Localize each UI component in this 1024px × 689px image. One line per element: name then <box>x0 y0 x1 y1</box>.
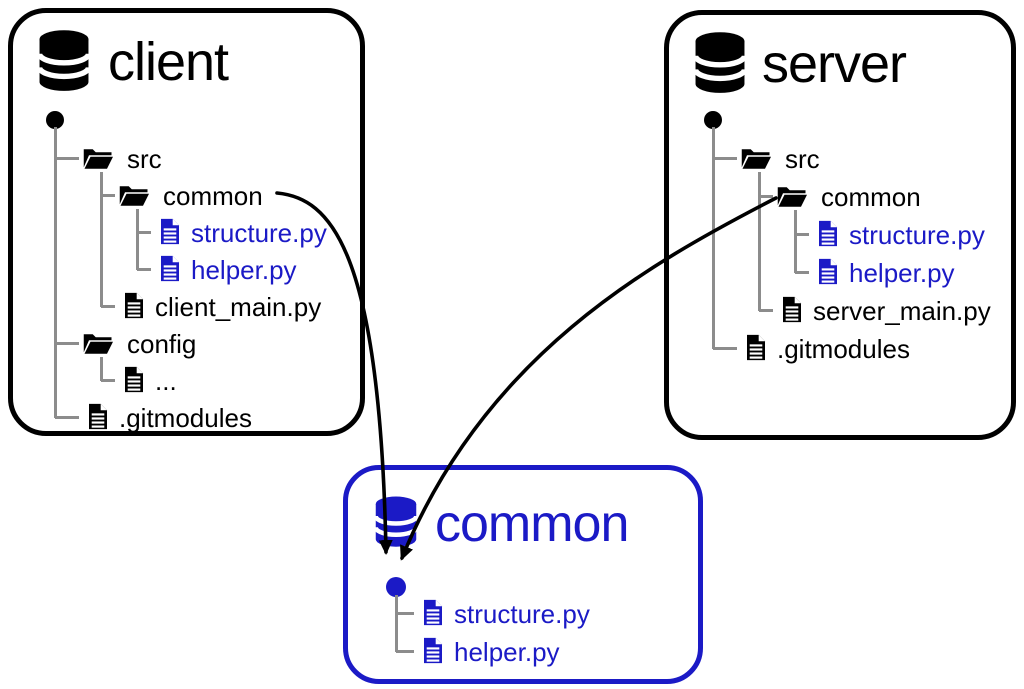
file-lines-icon <box>424 637 442 664</box>
tree-connector-v <box>136 209 139 270</box>
tree-connector-h <box>55 416 79 419</box>
tree-connector-h <box>759 309 773 312</box>
tree-item-structure-py: structure.py <box>454 599 590 629</box>
tree-connector-v <box>100 172 103 307</box>
file-lines-icon <box>161 255 179 282</box>
file-lines-icon <box>422 637 444 669</box>
folder-open-icon <box>83 145 113 175</box>
tree-connector-root-v <box>712 127 715 349</box>
tree-connector-h <box>101 305 115 308</box>
tree-connector-h <box>101 379 115 382</box>
tree-item-: ... <box>155 366 177 396</box>
tree-connector-root-v <box>54 127 57 418</box>
file-lines-icon <box>783 296 801 323</box>
tree-item-helper-py: helper.py <box>454 637 560 667</box>
tree-item-common: common <box>821 182 921 212</box>
tree-connector-h <box>759 195 773 198</box>
file-lines-icon <box>125 292 143 319</box>
tree-item-helper-py: helper.py <box>849 258 955 288</box>
tree-connector-h <box>713 347 737 350</box>
folder-open-icon <box>83 334 113 354</box>
tree-connector-v <box>794 210 797 273</box>
file-lines-icon <box>819 220 837 247</box>
repo-database-icon-server <box>691 31 749 100</box>
file-lines-icon <box>747 334 765 361</box>
folder-open-icon <box>741 149 771 169</box>
repo-box-client: client src common structure.py helper.py… <box>8 8 365 436</box>
file-lines-icon <box>819 258 837 285</box>
repo-box-server: server src common structure.py helper.py… <box>664 10 1016 440</box>
folder-open-icon <box>119 186 149 206</box>
tree-connector-h <box>713 157 737 160</box>
tree-connector-root-v <box>395 595 398 652</box>
tree-item-client-main-py: client_main.py <box>155 292 322 322</box>
repo-title-server: server <box>762 34 907 94</box>
tree-connector-h <box>55 342 79 345</box>
tree-item-src: src <box>127 144 162 174</box>
tree-item-gitmodules: .gitmodules <box>119 403 252 433</box>
file-lines-icon <box>745 334 767 366</box>
repo-title-common: common <box>435 495 629 553</box>
tree-item-server-main-py: server_main.py <box>813 296 991 326</box>
folder-open-icon <box>83 330 113 360</box>
folder-open-icon <box>777 183 807 213</box>
tree-connector-v <box>100 357 103 381</box>
tree-connector-h <box>396 650 414 653</box>
tree-root-dot-common <box>386 577 406 597</box>
repo-title-client: client <box>108 32 229 92</box>
folder-open-icon <box>777 187 807 207</box>
tree-connector-h <box>101 194 115 197</box>
tree-connector-v <box>758 172 761 311</box>
file-lines-icon <box>125 366 143 393</box>
repo-database-icon-client <box>35 29 93 98</box>
tree-connector-h <box>137 231 151 234</box>
file-lines-icon <box>161 218 179 245</box>
tree-item-gitmodules: .gitmodules <box>777 334 910 364</box>
folder-open-icon <box>741 145 771 175</box>
tree-connector-h <box>137 268 151 271</box>
database-icon <box>692 32 748 93</box>
file-lines-icon <box>781 296 803 328</box>
file-lines-icon <box>422 599 444 631</box>
tree-root-dot-server <box>704 111 722 129</box>
tree-root-dot-client <box>46 111 64 129</box>
tree-connector-h <box>55 157 79 160</box>
file-lines-icon <box>87 403 109 435</box>
repo-box-common: common structure.py helper.py <box>343 465 703 684</box>
tree-connector-h <box>795 233 809 236</box>
tree-connector-h <box>795 271 809 274</box>
tree-item-src: src <box>785 144 820 174</box>
database-icon <box>36 30 92 91</box>
file-lines-icon <box>817 220 839 252</box>
tree-item-structure-py: structure.py <box>849 220 985 250</box>
file-lines-icon <box>159 218 181 250</box>
tree-item-structure-py: structure.py <box>191 218 327 248</box>
tree-connector-h <box>396 612 414 615</box>
file-lines-icon <box>159 255 181 287</box>
database-icon <box>373 496 419 547</box>
repo-database-icon-common <box>372 494 420 555</box>
file-lines-icon <box>424 599 442 626</box>
file-lines-icon <box>123 366 145 398</box>
folder-open-icon <box>119 182 149 212</box>
tree-item-helper-py: helper.py <box>191 255 297 285</box>
tree-item-common: common <box>163 181 263 211</box>
folder-open-icon <box>83 149 113 169</box>
file-lines-icon <box>123 292 145 324</box>
file-lines-icon <box>817 258 839 290</box>
tree-item-config: config <box>127 329 197 359</box>
file-lines-icon <box>89 403 107 430</box>
